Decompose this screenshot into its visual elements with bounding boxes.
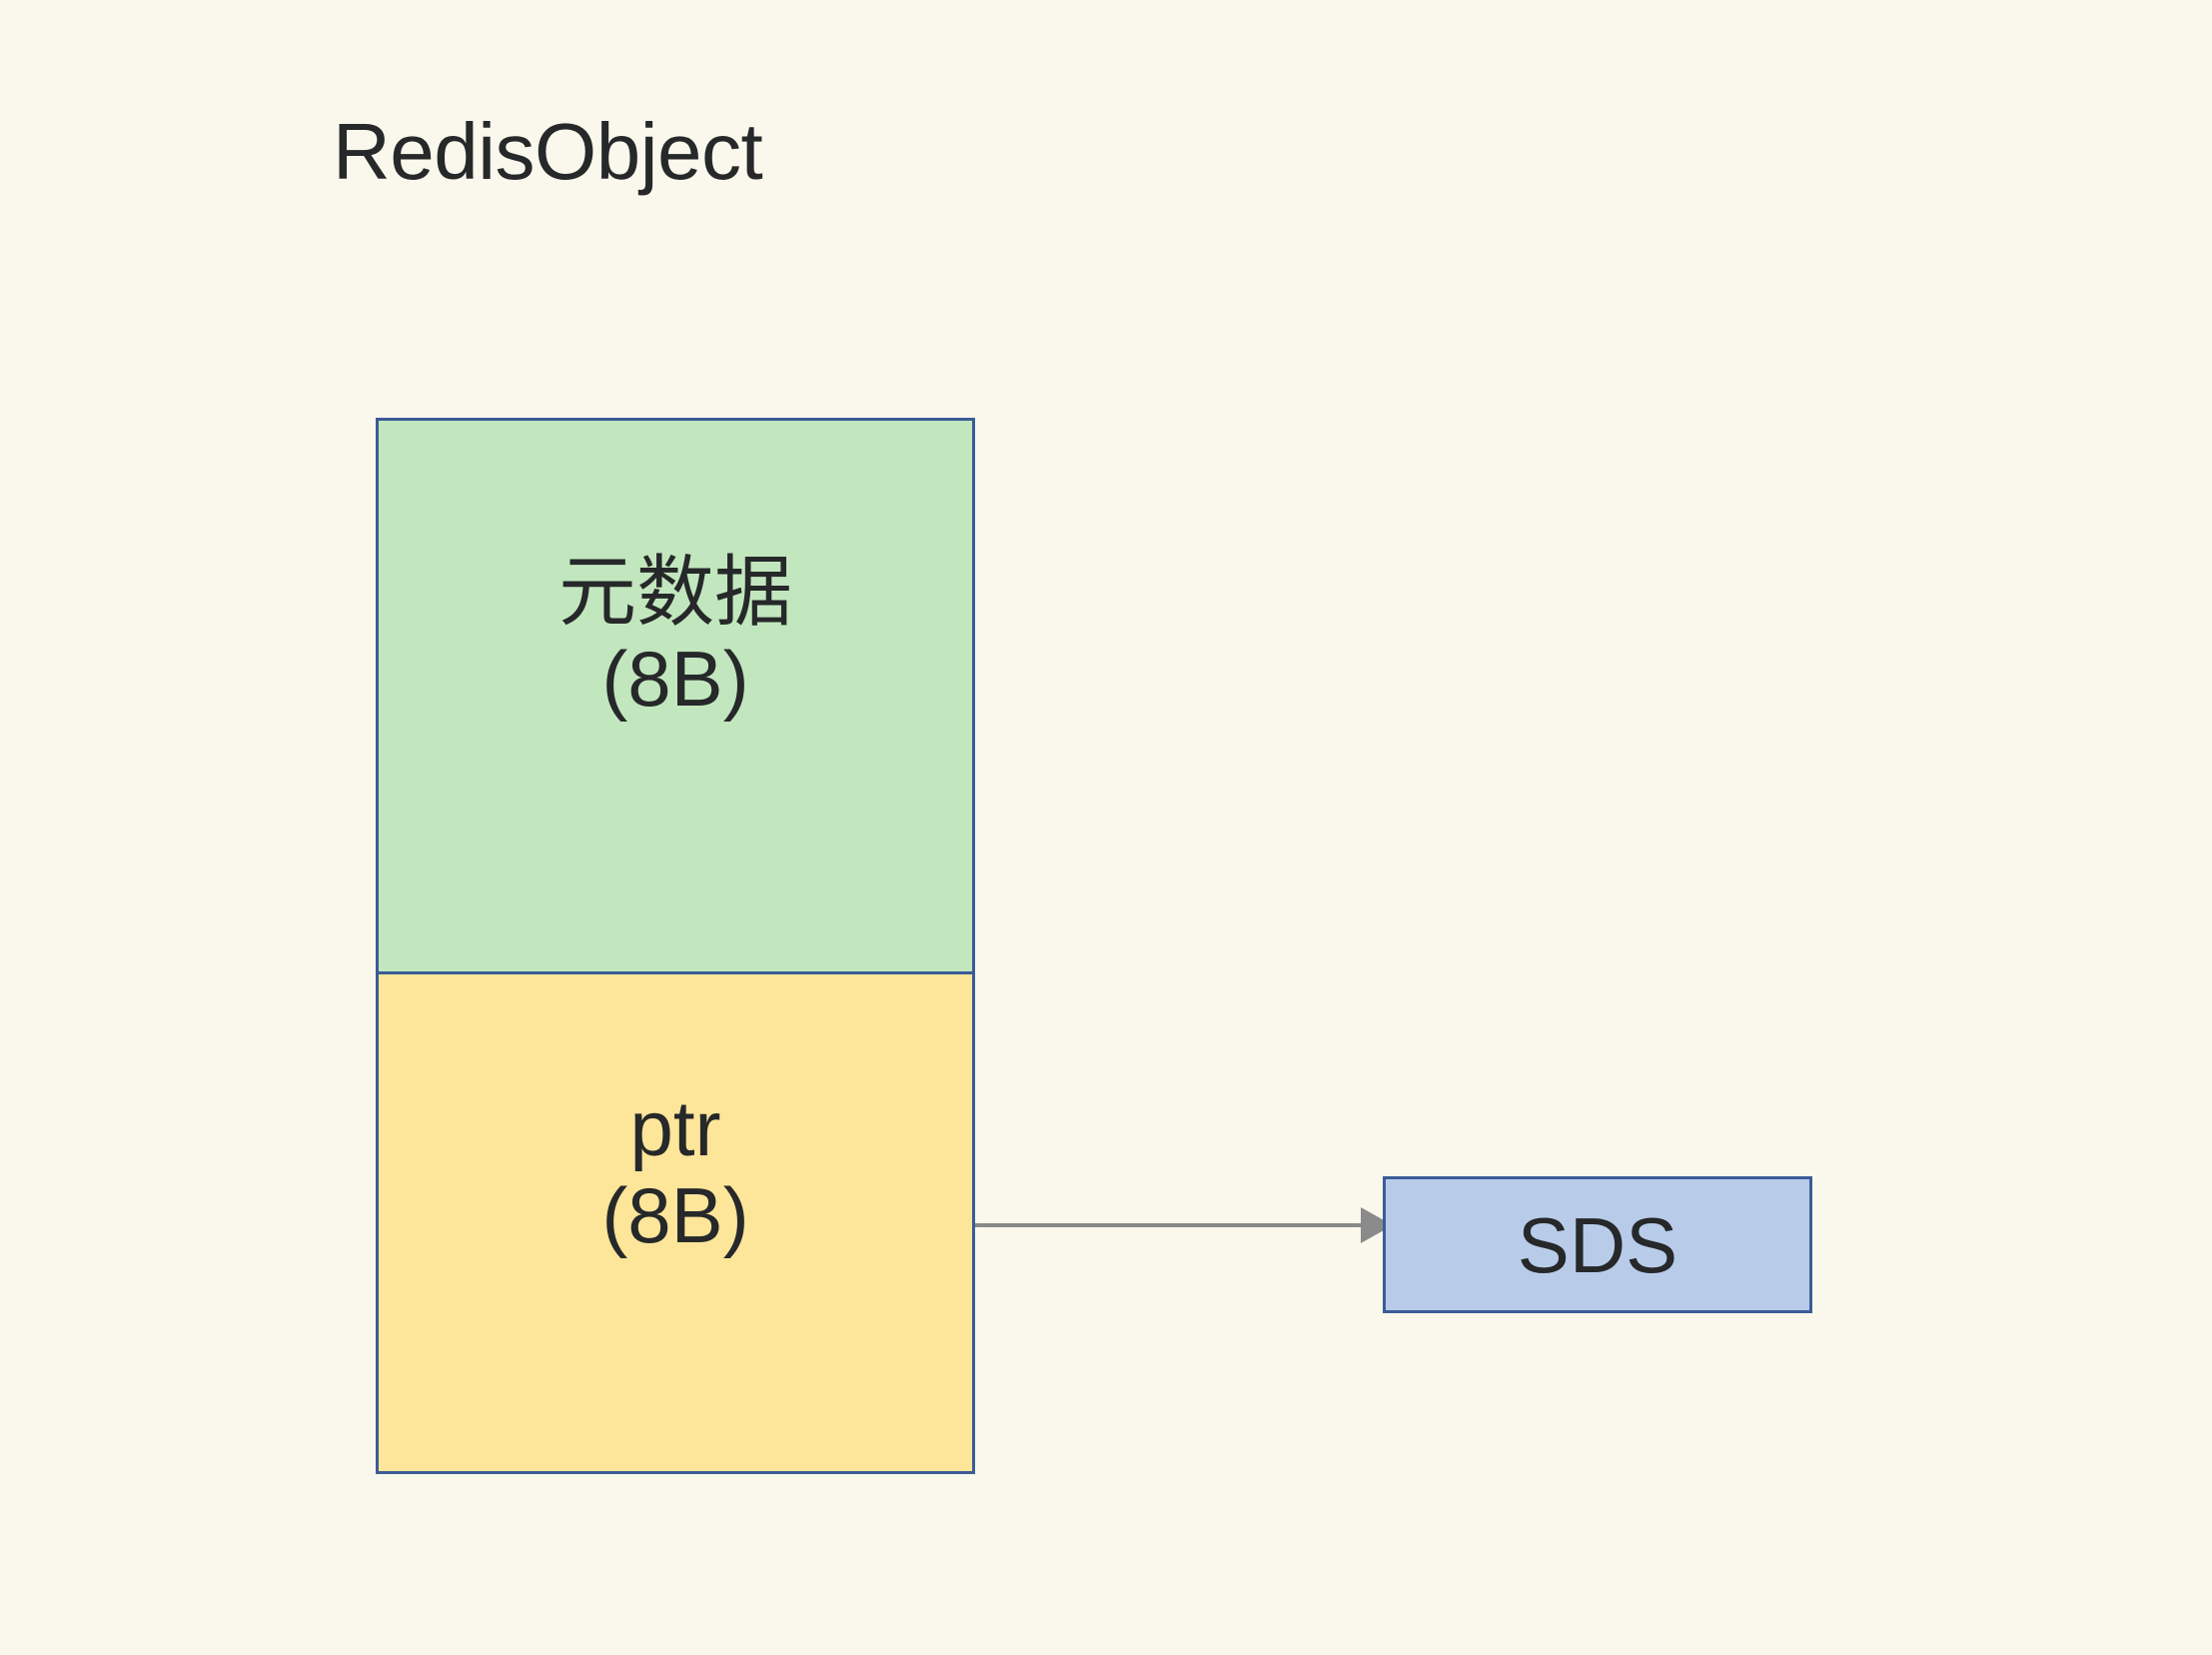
struct-field-metadata: 元数据 (8B) [379, 421, 972, 974]
metadata-field-label: 元数据 [557, 548, 792, 637]
sds-label: SDS [1517, 1200, 1678, 1289]
ptr-field-label: ptr [629, 1084, 721, 1173]
struct-field-ptr: ptr (8B) [379, 973, 972, 1471]
page-title: RedisObject [333, 107, 763, 196]
arrow-head [1361, 1207, 1393, 1243]
sds-box: SDS [1383, 1176, 1812, 1313]
ptr-to-sds-arrow-icon [975, 1207, 1393, 1243]
redisobject-struct-box: 元数据 (8B) ptr (8B) [376, 418, 975, 1474]
metadata-field-size: (8B) [601, 635, 749, 724]
ptr-field-size: (8B) [601, 1171, 749, 1260]
